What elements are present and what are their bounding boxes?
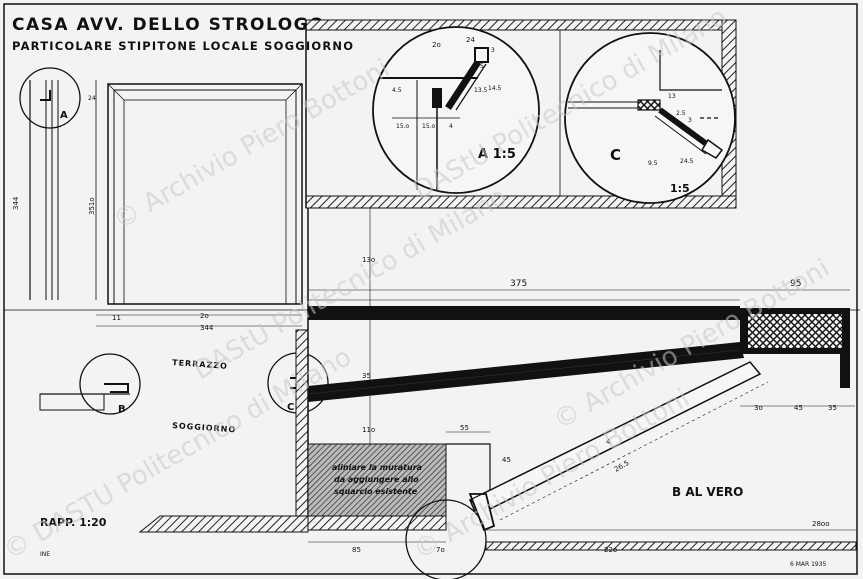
note-line-3: squarcio esistente <box>334 487 418 496</box>
dim-11: 11 <box>112 314 121 322</box>
dim-344-vertical: 344 <box>12 196 20 210</box>
dim-55: 55 <box>460 424 469 432</box>
dim-130: 13o <box>362 256 375 264</box>
dim-24: 24 <box>88 95 96 102</box>
title-line-1: CASA AVV. DELLO STROLOGO <box>12 15 325 35</box>
dim-a-15a: 15.o <box>396 123 410 130</box>
dim-95: 95 <box>790 279 801 289</box>
dim-a-3: 3 <box>491 47 495 54</box>
watermark-2: © Archivio Piero Bottoni <box>109 53 395 236</box>
sheet-frame <box>3 3 858 575</box>
drawing-ref: INE <box>40 551 50 558</box>
dim-a-5: 5 <box>480 63 484 70</box>
dim-265: 26.5 <box>613 459 631 474</box>
date-stamp: 6 MAR 1935 <box>790 561 827 568</box>
note-line-2: da aggiungere allo <box>334 475 419 484</box>
dim-280: 28oo <box>812 520 829 528</box>
dim-85: 85 <box>352 546 361 554</box>
room-living: SOGGIORNO <box>172 421 237 434</box>
dim-70: 7o <box>436 546 445 554</box>
detail-a: 2o 24 3 5 14.5 13.5 4.5 15.o 15.o 4 A 1:… <box>372 26 540 194</box>
detail-a-label: A 1:5 <box>478 147 516 162</box>
dim-c-3: 3 <box>688 117 692 124</box>
dim-45-right: 45 <box>794 404 803 412</box>
note-line-1: aliniare la muratura <box>332 463 422 472</box>
marker-c: C <box>287 402 294 413</box>
dim-a-24: 24 <box>466 36 475 44</box>
dim-35-right: 35 <box>828 404 837 412</box>
dim-c-9: 9.5 <box>648 160 658 167</box>
dim-375: 375 <box>510 279 527 289</box>
dim-a-15b: 15.o <box>422 123 436 130</box>
dim-c-245: 24.5 <box>680 158 694 165</box>
detail-c: 13 2.5 24.5 3 9.5 C 1:5 <box>564 32 736 204</box>
dim-351-vertical: 351o <box>88 197 96 215</box>
title-block: CASA AVV. DELLO STROLOGO PARTICOLARE STI… <box>12 15 354 53</box>
dim-a-145: 14.5 <box>488 85 502 92</box>
dim-20: 2o <box>200 312 209 320</box>
dim-4: 4 <box>606 438 611 446</box>
dim-30: 3o <box>754 404 763 412</box>
detail-c-scale: 1:5 <box>670 182 690 195</box>
title-line-2: PARTICOLARE STIPITONE LOCALE SOGGIORNO <box>12 39 354 53</box>
marker-a: A <box>60 110 68 121</box>
dim-a-20: 2o <box>432 41 441 49</box>
dim-c-25: 2.5 <box>676 110 686 117</box>
dim-c-13: 13 <box>668 93 676 100</box>
dim-220: 22o <box>604 546 617 554</box>
dim-344: 344 <box>200 324 214 332</box>
marker-b: B <box>118 404 126 415</box>
dim-a-135: 13.5 <box>474 87 488 94</box>
detail-c-label: C <box>610 146 621 164</box>
detail-b-label: B AL VERO <box>672 485 743 499</box>
dim-110: 11o <box>362 426 375 434</box>
dim-45-diag: 45 <box>502 456 511 464</box>
dim-35: 35 <box>362 372 371 380</box>
dim-a-45: 4.5 <box>392 87 402 94</box>
section-b-main: aliniare la muratura da aggiungere allo … <box>138 208 857 579</box>
watermark-3: DAStU Politecnico di Milano <box>189 182 513 386</box>
room-terrace: TERRAZZO <box>172 358 228 371</box>
scale-note: RAPP. 1:20 <box>40 516 107 529</box>
dim-a-4: 4 <box>449 123 453 130</box>
